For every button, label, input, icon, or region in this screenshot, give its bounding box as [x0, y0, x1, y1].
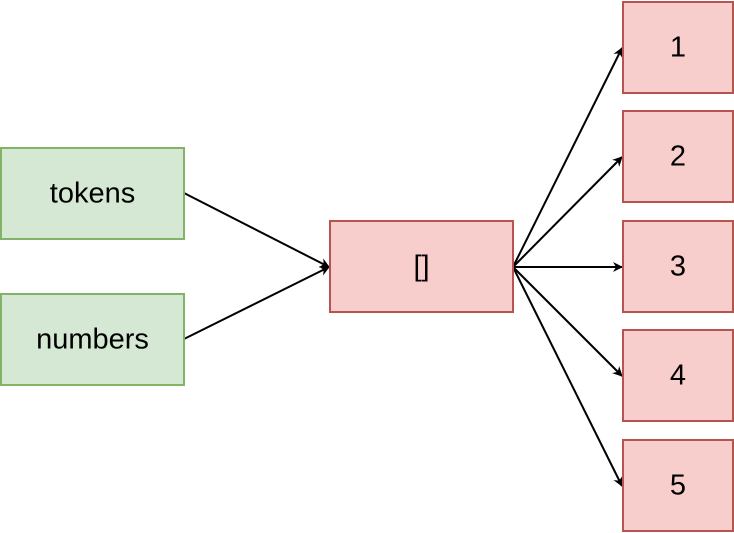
output-node-1: 1: [622, 1, 734, 94]
edge-tokens-to-center: [183, 192, 330, 268]
edge-center-to-1: [512, 47, 623, 268]
output-node-label: 4: [670, 360, 686, 392]
output-node-label: 5: [670, 470, 686, 502]
output-node-2: 2: [622, 110, 734, 203]
edge-center-to-5: [512, 266, 623, 487]
center-node-label: []: [413, 251, 429, 283]
input-node-label: numbers: [36, 324, 149, 356]
output-node-label: 2: [670, 141, 686, 173]
input-node-numbers: numbers: [0, 293, 185, 386]
output-node-3: 3: [622, 220, 734, 313]
input-node-label: tokens: [50, 178, 135, 210]
input-node-tokens: tokens: [0, 147, 185, 240]
edge-center-to-2: [512, 156, 623, 268]
edge-numbers-to-center: [183, 266, 330, 340]
edges: [183, 47, 623, 487]
output-node-label: 1: [670, 32, 686, 64]
output-node-5: 5: [622, 439, 734, 532]
edge-center-to-4: [512, 266, 623, 377]
output-node-4: 4: [622, 329, 734, 422]
output-node-label: 3: [670, 251, 686, 283]
center-node: []: [329, 220, 514, 313]
